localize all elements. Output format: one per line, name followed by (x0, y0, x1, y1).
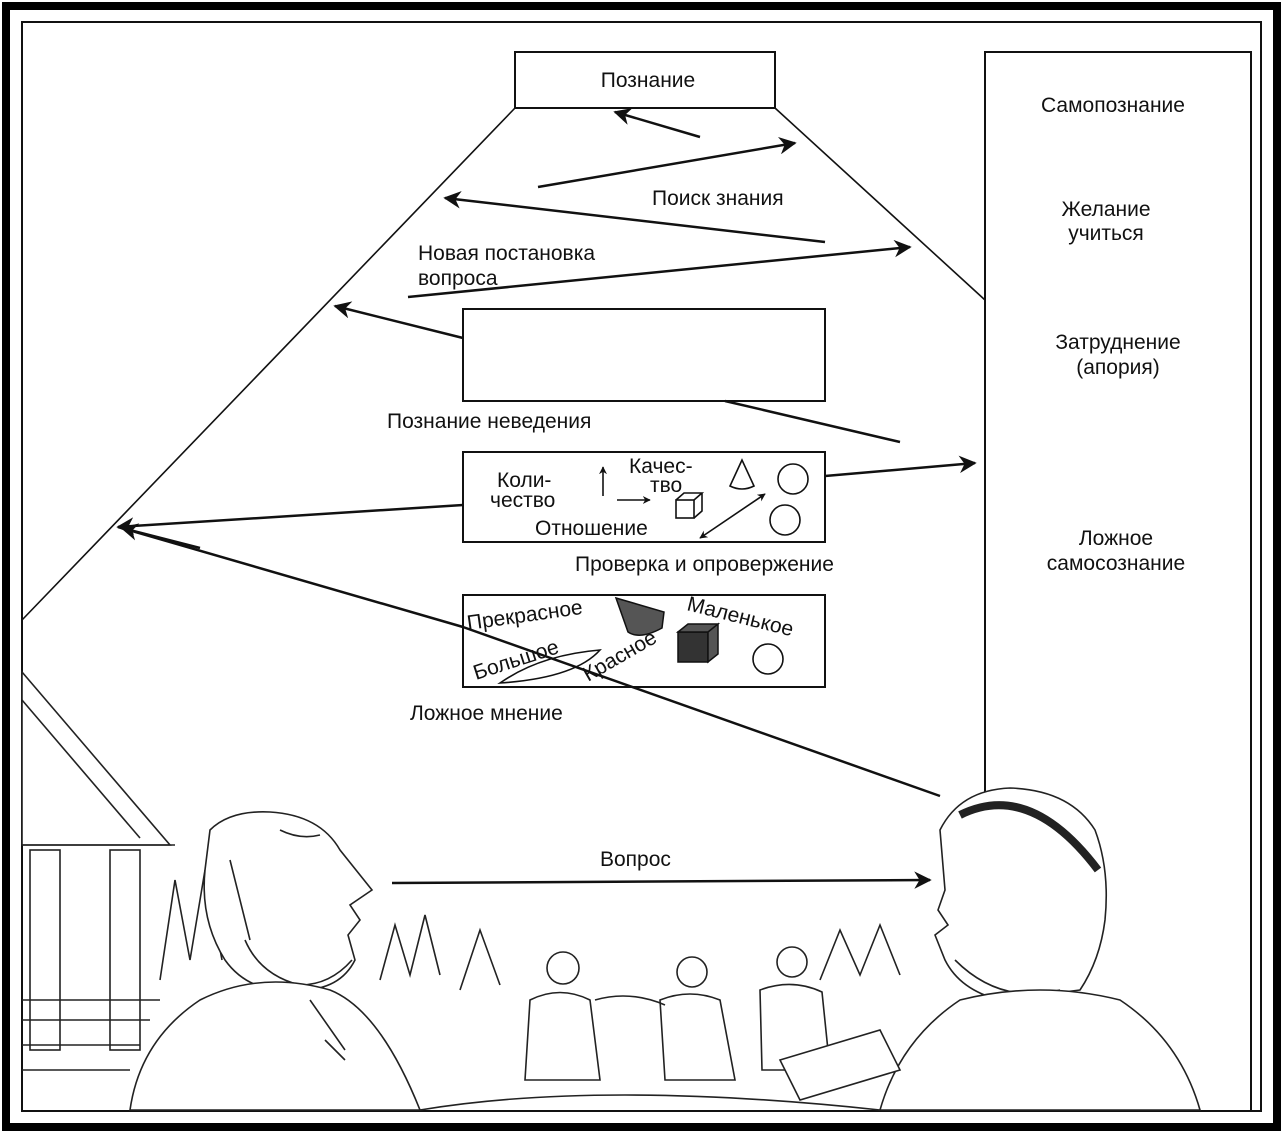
arrow-new-question-right (407, 239, 912, 299)
arrow-opinion-left-head (120, 523, 201, 550)
knowledge-label: Познание (601, 69, 695, 92)
arrow-ignorance-to-aporia (724, 399, 901, 444)
circle-icon-top (777, 463, 809, 495)
right-item-false-line2: самосознание (1047, 552, 1185, 575)
pyramid-left-edge (21, 107, 516, 621)
right-item-desire-line2: учиться (1068, 222, 1144, 245)
question-label: Вопрос (600, 848, 671, 871)
right-item-desire-line1: Желание (1061, 198, 1150, 221)
relation-label: Отношение (535, 517, 648, 540)
relation-double-arrow (699, 493, 766, 539)
right-item-difficulty-line1: Затруднение (1055, 331, 1180, 354)
dark-cube-icon (675, 622, 721, 664)
right-item-false-line1: Ложное (1079, 527, 1153, 550)
background-people (524, 946, 902, 1101)
arrow-new-question-left (333, 301, 464, 340)
ignorance-label: Познание неведения (387, 410, 591, 433)
knowledge-box (514, 51, 776, 109)
quality-label-line1: Качес- (629, 455, 693, 478)
circle-icon-bottom (769, 504, 801, 536)
arrow-search-left (443, 191, 826, 244)
test-label: Проверка и опровержение (575, 553, 834, 576)
right-item-self-knowledge: Самопознание (1041, 94, 1185, 117)
cube-icon (675, 492, 705, 519)
circle-icon-opinion (752, 643, 784, 675)
ground-path (419, 1094, 881, 1111)
arrow-question (391, 871, 932, 889)
arrow-test-left (116, 503, 464, 535)
trees-background (159, 869, 901, 991)
socrates-figure (129, 811, 422, 1111)
inner-frame (21, 21, 1262, 1112)
ignorance-box (462, 308, 826, 402)
cone-dark-icon (614, 596, 665, 636)
cone-icon (728, 458, 756, 490)
arrow-opinion-left (117, 525, 464, 629)
arrow-search-right (537, 137, 797, 189)
quantity-label-line1: Коли- (497, 469, 551, 492)
arrow-opinion-line (462, 625, 941, 798)
arrow-test-to-aporia (824, 455, 977, 478)
pyramid-right-edge (774, 107, 986, 301)
new-question-label-line1: Новая постановка (418, 242, 595, 265)
disciple-figure (878, 787, 1202, 1111)
leaf-shape (497, 649, 602, 684)
temple-illustration (21, 669, 175, 1071)
search-knowledge-label: Поиск знания (652, 187, 784, 210)
opinion-label: Ложное мнение (410, 702, 563, 725)
new-question-label-line2: вопроса (418, 267, 498, 290)
right-item-difficulty-line2: (апория) (1076, 356, 1160, 379)
quantity-label-line2: чество (490, 489, 555, 512)
arrow-to-knowledge (613, 108, 701, 139)
quality-label-line2: тво (650, 474, 682, 497)
